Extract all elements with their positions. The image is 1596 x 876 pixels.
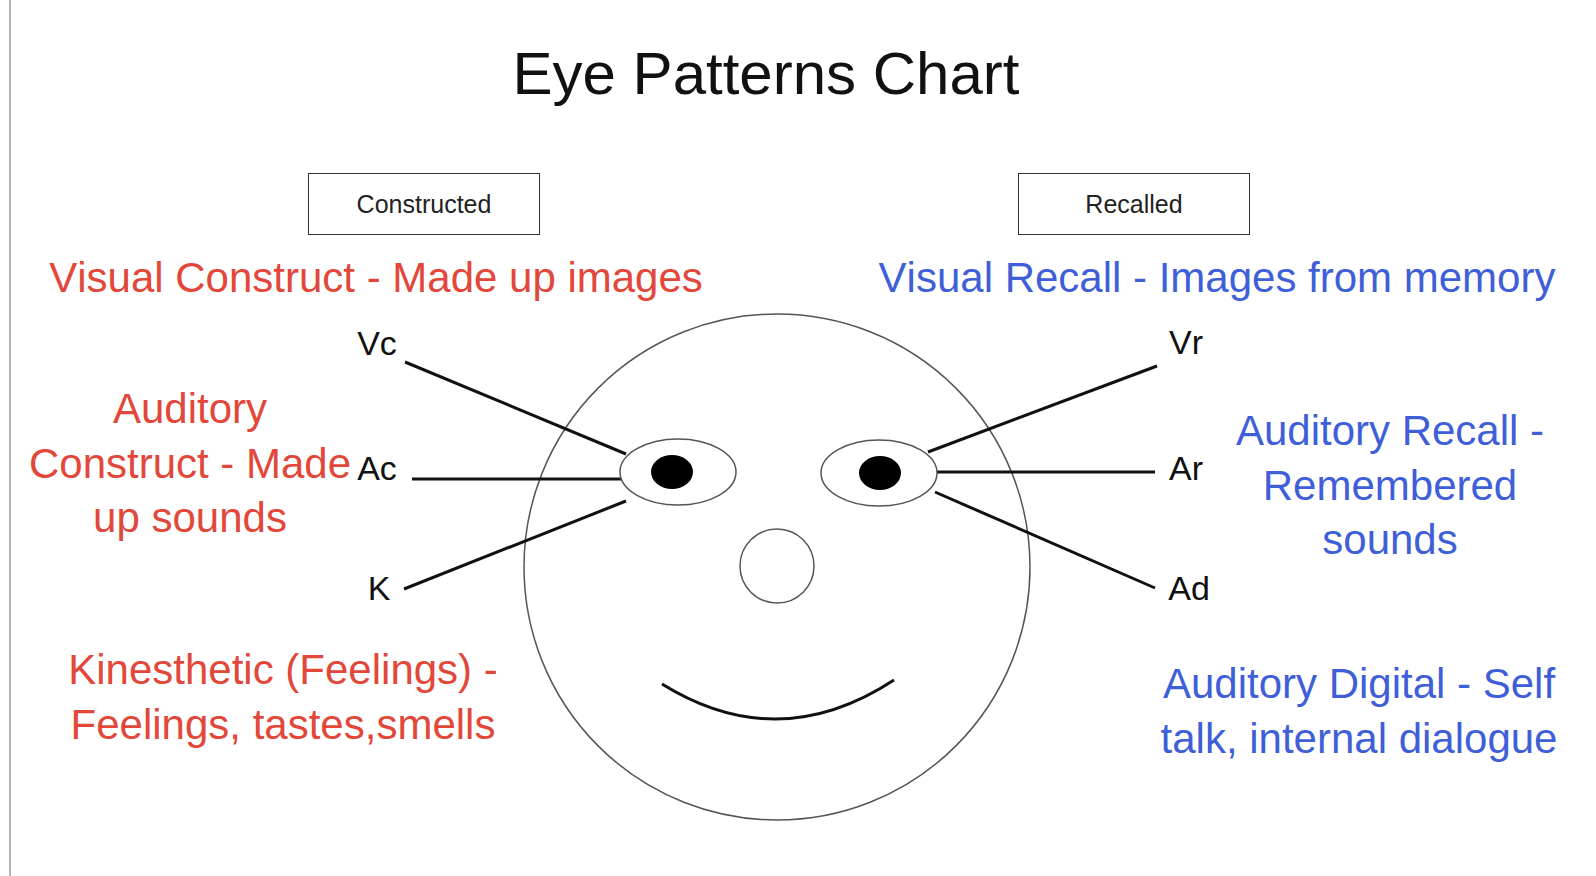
box-label: Constructed bbox=[357, 189, 492, 219]
callout-code: Ac bbox=[357, 446, 397, 490]
right-pupil bbox=[859, 456, 901, 490]
box-label: Recalled bbox=[1085, 189, 1182, 219]
chart-title: Eye Patterns Chart bbox=[513, 38, 1020, 110]
callout-code: Vc bbox=[357, 321, 397, 365]
description-text: Kinesthetic (Feelings) - Feelings, taste… bbox=[58, 643, 508, 752]
left-pupil bbox=[651, 455, 693, 489]
callout-code: Ar bbox=[1169, 446, 1203, 490]
smile bbox=[662, 680, 894, 719]
right-eye bbox=[821, 440, 937, 506]
leader-line bbox=[405, 362, 626, 454]
leader-line bbox=[404, 501, 626, 589]
callout-code: Ad bbox=[1168, 566, 1210, 610]
leader-line bbox=[928, 366, 1157, 452]
description-text: Visual Recall - Images from memory bbox=[879, 251, 1556, 306]
leader-line bbox=[935, 492, 1155, 588]
face-outline bbox=[524, 314, 1030, 820]
category-box: Recalled bbox=[1018, 173, 1250, 235]
leader-line bbox=[412, 478, 622, 481]
nose bbox=[740, 529, 814, 603]
description-text: Auditory Recall - Remembered sounds bbox=[1225, 404, 1555, 568]
description-text: Auditory Construct - Made up sounds bbox=[25, 382, 355, 546]
description-text: Auditory Digital - Self talk, internal d… bbox=[1160, 657, 1558, 766]
left-eye bbox=[620, 439, 736, 505]
leader-line bbox=[935, 471, 1155, 474]
callout-code: K bbox=[368, 566, 391, 610]
page-edge-line bbox=[9, 0, 11, 876]
category-box: Constructed bbox=[308, 173, 540, 235]
description-text: Visual Construct - Made up images bbox=[49, 251, 703, 306]
callout-code: Vr bbox=[1169, 320, 1203, 364]
